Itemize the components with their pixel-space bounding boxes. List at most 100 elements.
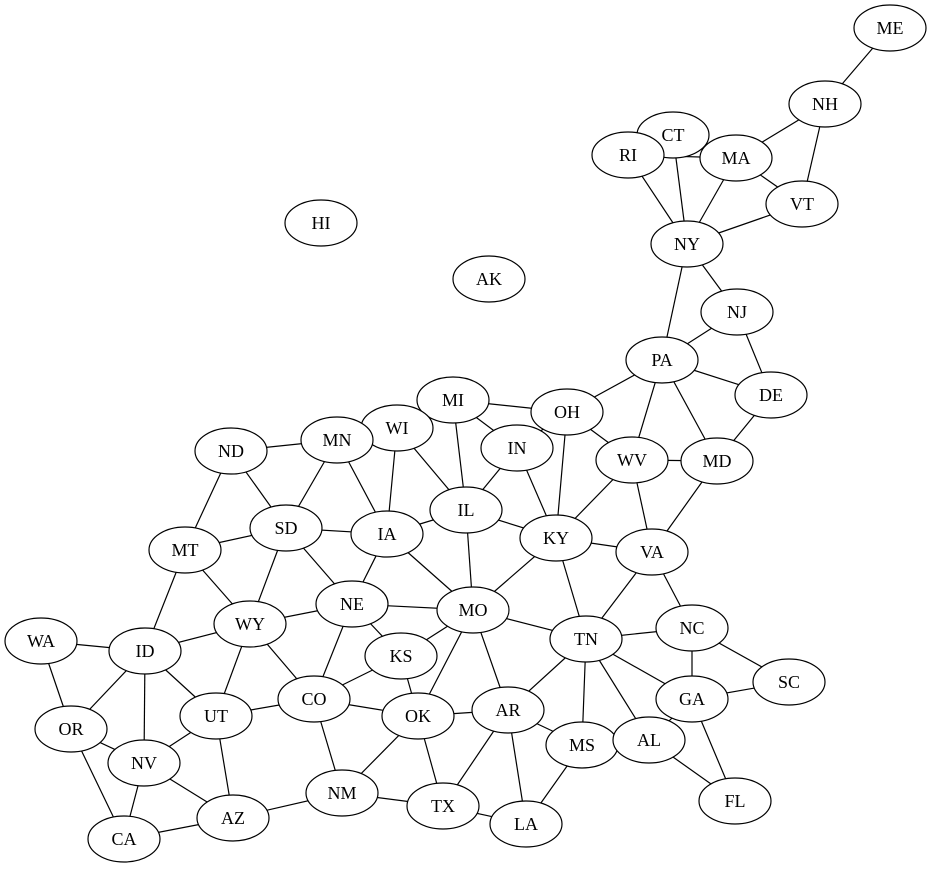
node-ne: NE [315,580,389,628]
node-ellipse [107,739,181,787]
node-ellipse [196,794,270,842]
node-ellipse [452,255,526,303]
node-id: ID [108,627,182,675]
node-ellipse [615,528,689,576]
node-label: HI [312,213,331,233]
node-ny: NY [650,220,724,268]
node-ellipse [625,336,699,384]
node-label: NH [812,94,838,114]
node-ellipse [612,716,686,764]
node-ellipse [698,777,772,825]
node-co: CO [277,675,351,723]
node-ellipse [471,686,545,734]
node-ia: IA [350,510,424,558]
node-va: VA [615,528,689,576]
node-label: ND [218,441,244,461]
node-ellipse [549,615,623,663]
node-label: NV [131,753,157,773]
node-ellipse [381,692,455,740]
node-label: TN [574,629,598,649]
node-tx: TX [406,782,480,830]
node-label: VA [640,542,664,562]
node-label: ID [136,641,155,661]
node-label: KY [543,528,569,548]
node-ellipse [305,769,379,817]
node-ok: OK [381,692,455,740]
node-ellipse [350,510,424,558]
node-nc: NC [655,604,729,652]
node-ellipse [416,376,490,424]
node-nj: NJ [700,288,774,336]
node-sc: SC [752,658,826,706]
node-md: MD [680,437,754,485]
node-label: WI [386,418,409,438]
node-mt: MT [148,526,222,574]
node-ak: AK [452,255,526,303]
node-ar: AR [471,686,545,734]
node-ga: GA [655,675,729,723]
node-me: ME [853,4,927,52]
node-ellipse [315,580,389,628]
node-ellipse [788,80,862,128]
node-vt: VT [765,180,839,228]
node-or: OR [34,705,108,753]
node-ut: UT [179,692,253,740]
node-ellipse [213,600,287,648]
node-label: NJ [727,302,747,322]
node-label: CT [661,125,684,145]
node-ellipse [277,675,351,723]
node-ellipse [364,632,438,680]
node-label: MO [458,600,487,620]
node-ellipse [87,815,161,863]
node-ellipse [591,131,665,179]
node-pa: PA [625,336,699,384]
node-label: SD [274,518,297,538]
node-hi: HI [284,199,358,247]
node-label: WA [27,631,55,651]
node-label: IA [378,524,397,544]
node-ma: MA [699,134,773,182]
node-label: DE [759,385,783,405]
node-ellipse [765,180,839,228]
node-label: ME [877,18,904,38]
node-de: DE [734,371,808,419]
node-sd: SD [249,504,323,552]
node-ellipse [284,199,358,247]
node-label: NY [674,234,700,254]
node-label: MT [172,540,199,560]
node-ellipse [406,782,480,830]
node-ellipse [148,526,222,574]
node-label: MD [702,451,731,471]
node-ca: CA [87,815,161,863]
node-ellipse [853,4,927,52]
node-label: NE [340,594,364,614]
node-ellipse [194,427,268,475]
node-ellipse [699,134,773,182]
node-ellipse [480,424,554,472]
node-ellipse [429,486,503,534]
node-ks: KS [364,632,438,680]
node-label: WY [235,614,265,634]
node-label: PA [651,350,672,370]
node-label: MA [721,148,750,168]
node-label: CA [111,829,136,849]
node-ellipse [249,504,323,552]
node-in: IN [480,424,554,472]
node-ellipse [655,604,729,652]
node-ellipse [680,437,754,485]
node-ellipse [436,586,510,634]
node-label: LA [514,814,538,834]
node-ellipse [752,658,826,706]
node-ellipse [650,220,724,268]
node-ellipse [700,288,774,336]
node-label: IN [508,438,527,458]
node-nh: NH [788,80,862,128]
node-ellipse [4,617,78,665]
node-label: OR [58,719,83,739]
node-label: AZ [221,808,245,828]
node-nd: ND [194,427,268,475]
node-ky: KY [519,514,593,562]
node-label: NC [679,618,704,638]
